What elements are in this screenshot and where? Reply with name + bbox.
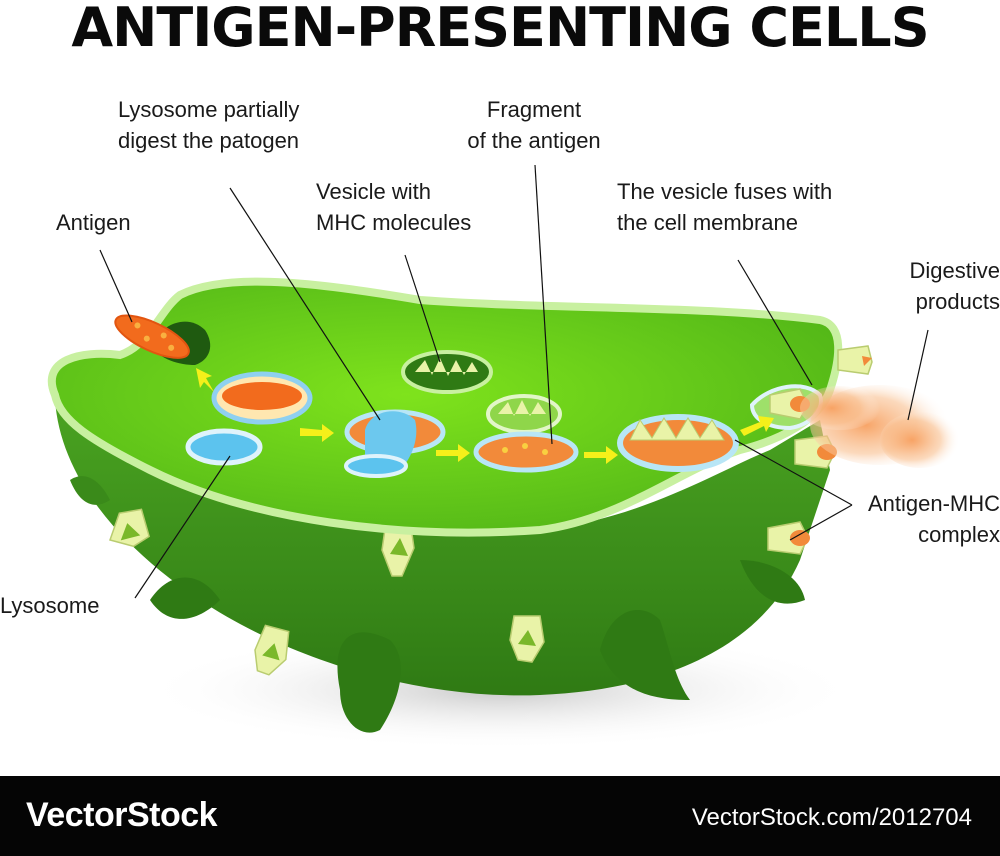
fragment-vesicle xyxy=(473,431,579,473)
label-vesicle-mhc: Vesicle with MHC molecules xyxy=(316,176,471,238)
side-spike xyxy=(70,476,110,505)
arrow xyxy=(584,446,618,464)
arrow xyxy=(740,416,774,436)
label-antigen-mhc-complex: Antigen-MHC complex xyxy=(850,488,1000,550)
label-lysosome: Lysosome xyxy=(0,593,100,618)
label-lysosome-digest: Lysosome partially digest the patogen xyxy=(118,94,299,156)
receptor xyxy=(509,615,545,663)
label-line: Digestive xyxy=(909,258,1000,283)
lysosome-vesicle xyxy=(185,428,263,466)
label-line: products xyxy=(915,289,1000,314)
leader-line xyxy=(99,249,133,323)
leader-line xyxy=(734,439,853,506)
surface-receptor xyxy=(767,521,810,555)
footer-bar: VectorStock VectorStock.com/2012704 xyxy=(0,776,1000,856)
digesting-vesicle xyxy=(344,409,446,478)
label-antigen: Antigen xyxy=(56,210,131,235)
cell-illustration xyxy=(47,164,960,750)
receptor xyxy=(109,508,151,548)
brand-logo: VectorStock xyxy=(26,796,218,834)
label-line: Antigen-MHC xyxy=(867,491,1000,516)
label-line: the cell membrane xyxy=(617,210,798,235)
label-line: Lysosome partially xyxy=(118,97,300,122)
leader-line xyxy=(737,259,813,386)
surface-receptor xyxy=(837,345,873,375)
leader-line xyxy=(907,329,929,421)
arrow xyxy=(436,444,470,462)
leader-line xyxy=(404,254,441,363)
label-digestive-products: Digestive products xyxy=(880,255,1000,317)
label-vesicle-fuses: The vesicle fuses with the cell membrane xyxy=(617,176,832,238)
arrow xyxy=(196,368,214,392)
antigen-mhc-vesicle xyxy=(617,414,739,472)
phagosome-vesicle xyxy=(211,371,313,425)
digestive-products-cloud xyxy=(800,385,960,468)
side-spike xyxy=(600,610,690,700)
label-line: MHC molecules xyxy=(316,210,472,235)
label-line: Vesicle with xyxy=(316,179,431,204)
pathway-arrows xyxy=(196,368,774,464)
image-url: VectorStock.com/2012704 xyxy=(691,804,972,831)
label-line: Fragment xyxy=(486,97,582,122)
leader-lines xyxy=(99,164,929,599)
side-spike xyxy=(150,577,220,619)
arrow xyxy=(300,424,334,442)
side-spike xyxy=(740,560,805,604)
mhc-vesicle xyxy=(401,350,493,394)
leader-line xyxy=(229,187,381,421)
label-line: digest the patogen xyxy=(118,128,300,153)
leader-line xyxy=(789,504,853,541)
receptor xyxy=(254,624,290,676)
antigen-pathogen xyxy=(114,314,190,359)
label-fragment: Fragment of the antigen xyxy=(455,94,613,156)
label-line: The vesicle fuses with xyxy=(617,179,833,204)
leader-line xyxy=(134,455,231,599)
side-spike xyxy=(337,632,401,733)
leader-line xyxy=(534,164,553,445)
label-line: of the antigen xyxy=(467,128,601,153)
diagram-title: ANTIGEN-PRESENTING CELLS xyxy=(71,0,929,59)
label-line: complex xyxy=(918,522,1000,547)
